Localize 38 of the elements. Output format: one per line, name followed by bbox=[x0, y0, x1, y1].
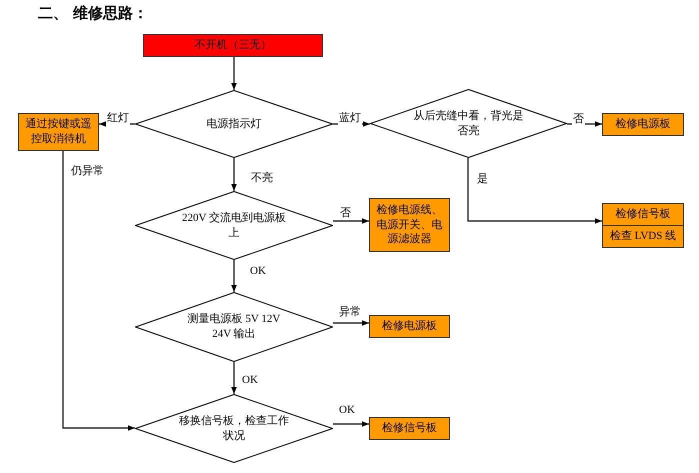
heading: 二、 维修思路： bbox=[38, 4, 148, 23]
edge-label: 是 bbox=[476, 171, 489, 186]
edge-label: OK bbox=[241, 374, 259, 386]
decision-diamond: 从后壳缝中看，背光是否亮 bbox=[370, 89, 567, 158]
edge-label: 否 bbox=[339, 205, 352, 220]
process-box: 检修电源线、电源开关、电源滤波器 bbox=[369, 198, 450, 252]
arrow bbox=[467, 158, 602, 224]
edge-label: 否 bbox=[572, 111, 585, 126]
arrow bbox=[231, 158, 237, 191]
process-box bbox=[602, 203, 684, 248]
arrow bbox=[333, 121, 370, 127]
edge-label: 仍异常 bbox=[70, 163, 105, 178]
process-box: 检修电源板 bbox=[369, 315, 450, 338]
decision-diamond: 220V 交流电到电源板上 bbox=[135, 191, 333, 260]
process-box: 检修信号板 bbox=[369, 417, 450, 440]
arrow bbox=[333, 218, 369, 224]
arrow bbox=[231, 260, 237, 292]
process-box: 检修电源板 bbox=[602, 113, 684, 136]
arrow bbox=[99, 121, 135, 127]
arrow bbox=[333, 421, 369, 427]
edge-label: 不亮 bbox=[250, 170, 274, 185]
start-box: 不开机（三无） bbox=[143, 34, 323, 57]
box-label: 检查 LVDS 线 bbox=[603, 225, 683, 247]
arrow bbox=[333, 320, 369, 326]
decision-diamond: 电源指示灯 bbox=[135, 90, 333, 158]
arrow bbox=[567, 121, 602, 127]
arrow bbox=[231, 57, 237, 90]
edge-label: OK bbox=[249, 265, 267, 277]
edge-label: OK bbox=[338, 404, 356, 416]
arrow bbox=[231, 362, 237, 394]
arrow bbox=[62, 151, 135, 431]
decision-diamond: 移换信号板，检查工作状况 bbox=[135, 394, 333, 463]
edge-label: 蓝灯 bbox=[338, 110, 362, 125]
process-box: 通过按键或遥控取消待机 bbox=[18, 113, 99, 151]
box-label: 检修信号板 bbox=[614, 207, 672, 222]
decision-diamond: 测量电源板 5V 12V 24V 输出 bbox=[135, 292, 333, 362]
edge-label: 红灯 bbox=[106, 110, 130, 125]
edge-label: 异常 bbox=[338, 304, 362, 319]
